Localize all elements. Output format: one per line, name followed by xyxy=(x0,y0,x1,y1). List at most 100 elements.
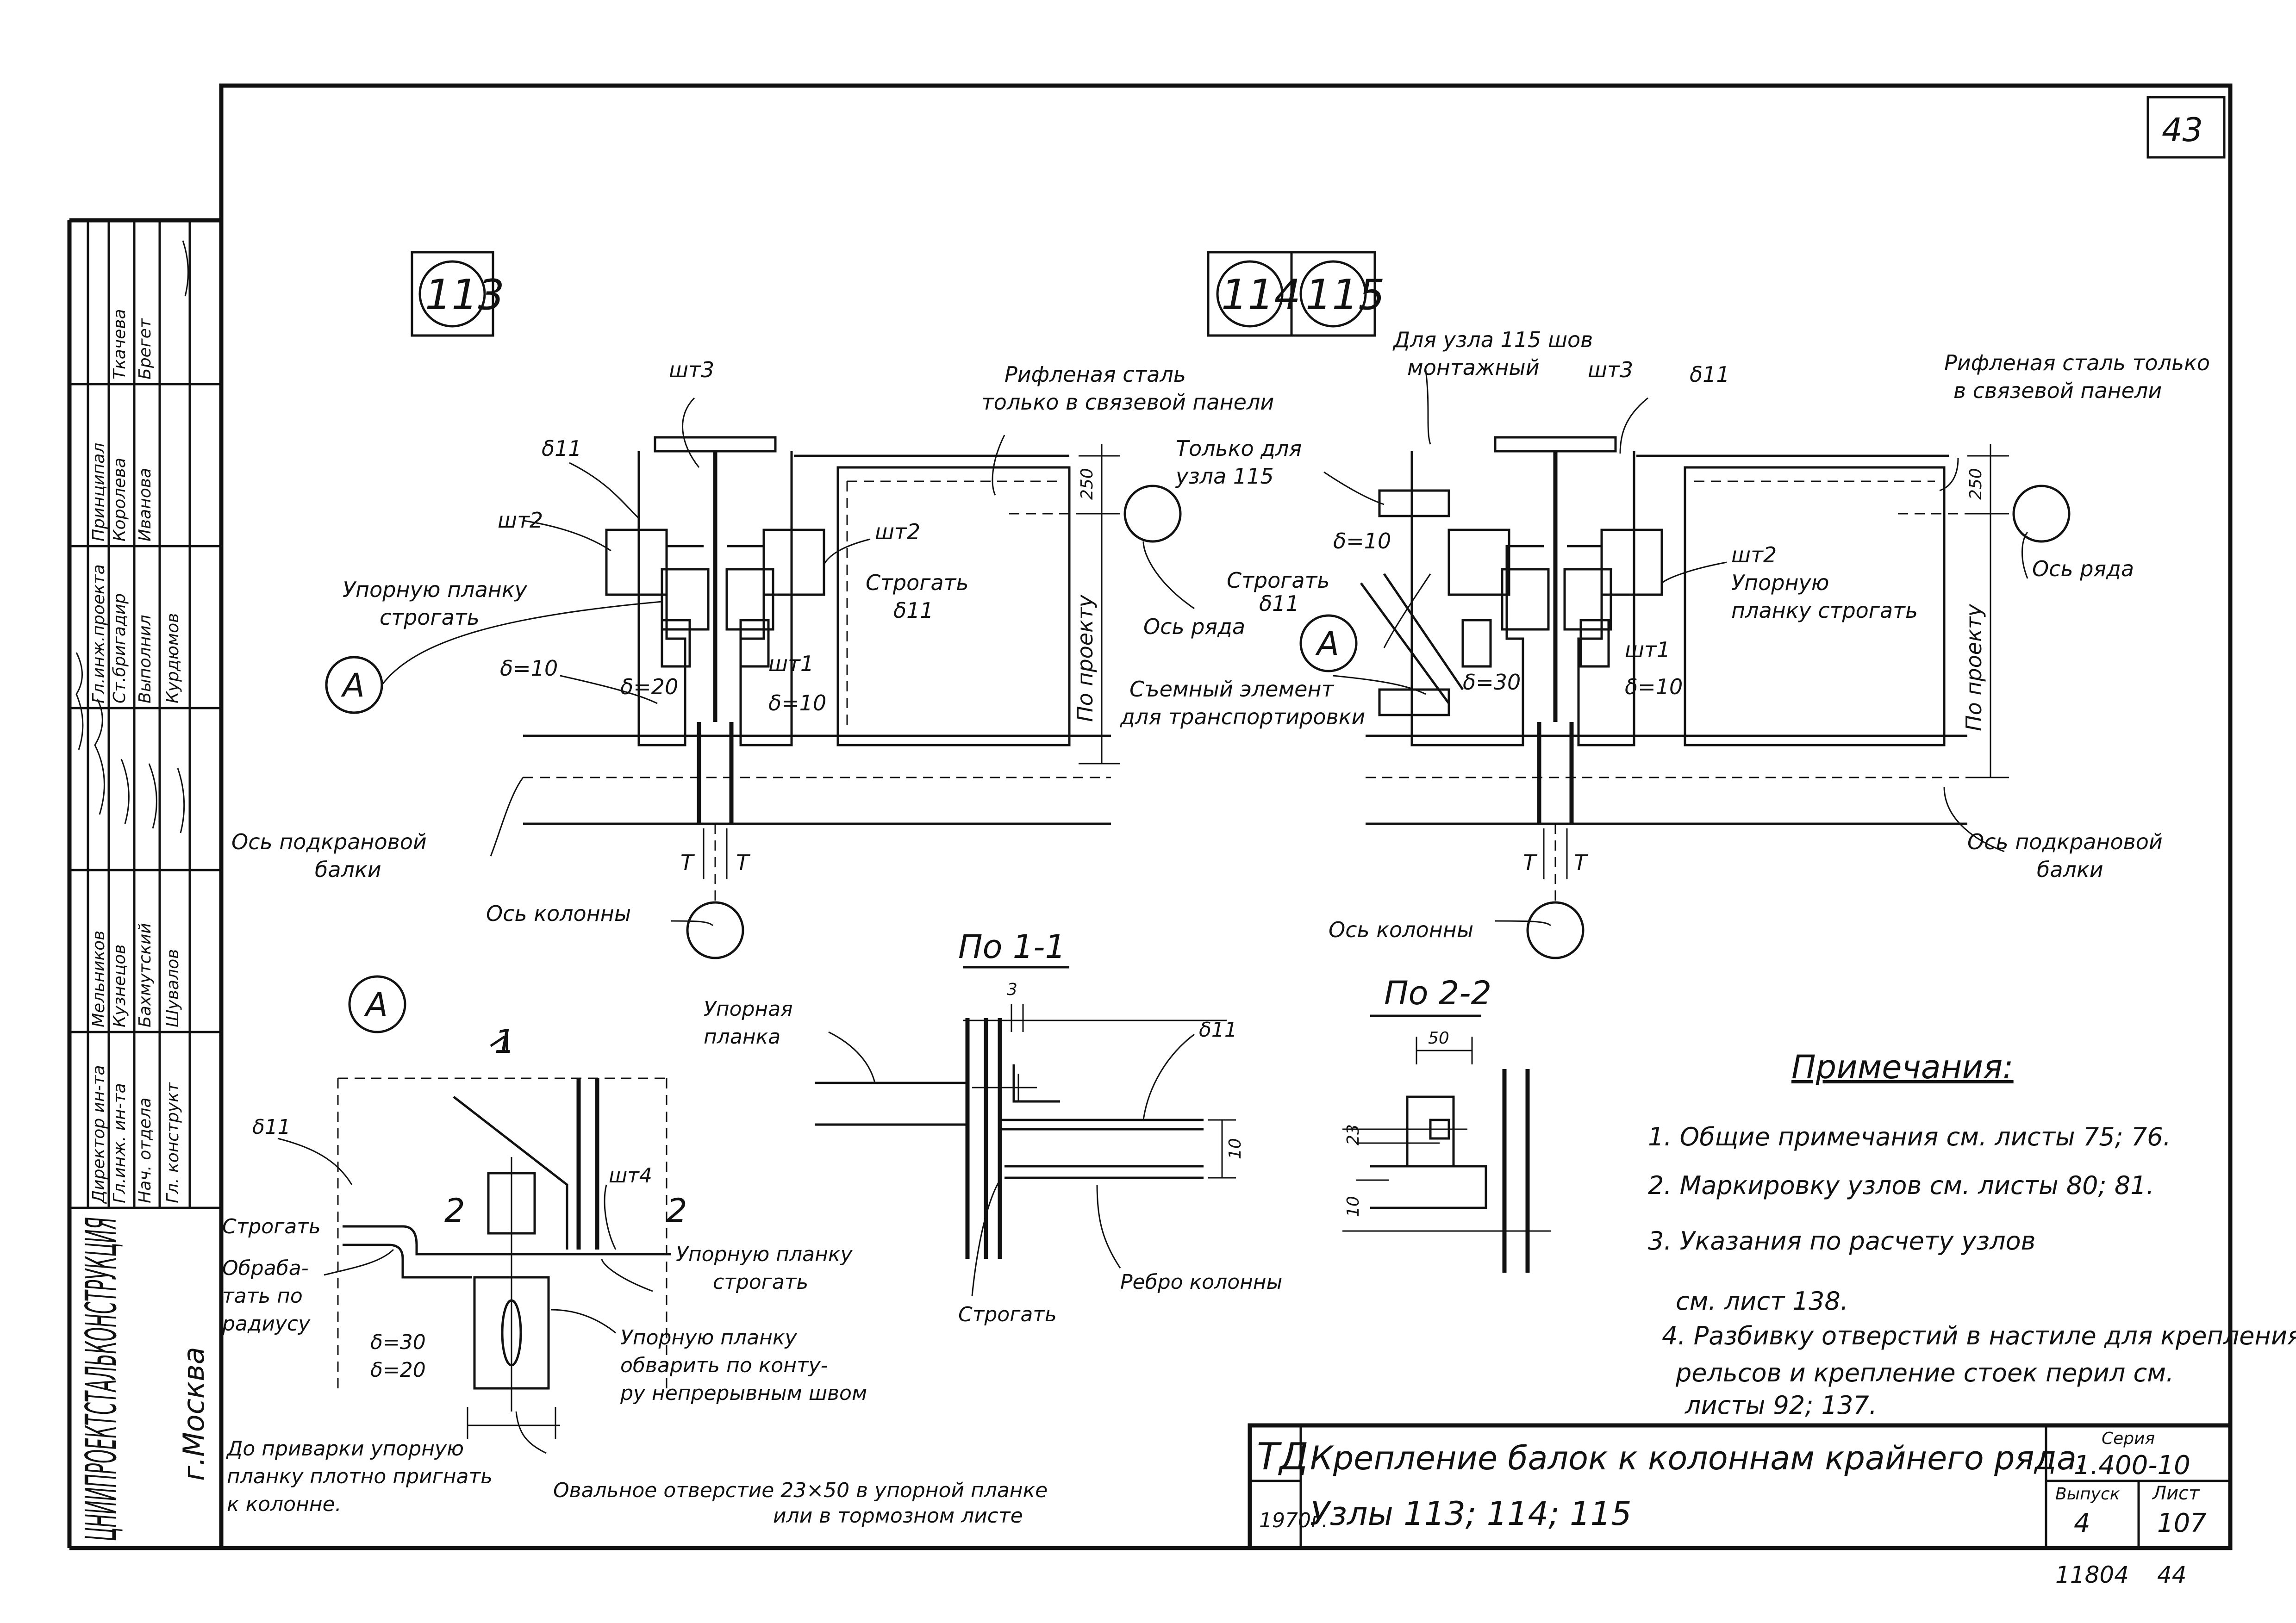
right-d11-label: δ11 xyxy=(1690,362,1730,387)
right-stop-line1: Упорную xyxy=(1731,570,1829,595)
right-crane-axis-line1: Ось подкрановой xyxy=(1967,829,2163,854)
right-row-axis: Ось ряда xyxy=(2032,556,2134,581)
section-2-2-title: По 2-2 xyxy=(1384,974,1491,1012)
title-year: 1970г. xyxy=(1259,1509,1328,1532)
right-dim-250: 250 xyxy=(1966,468,1985,500)
detail-a-stop-line2: строгать xyxy=(713,1270,808,1294)
note-4-line1: 4. Разбивку отверстий в настиле для креп… xyxy=(1662,1321,2296,1350)
section-1-1-d11: δ11 xyxy=(1199,1018,1237,1042)
section-2-2-dim-10: 10 xyxy=(1344,1196,1363,1217)
left-col-axis: Ось колонны xyxy=(486,901,631,926)
left-sht2-right-label: шт2 xyxy=(875,519,920,544)
left-d11-label: δ11 xyxy=(542,436,582,461)
note-3-line2: см. лист 138. xyxy=(1676,1287,1848,1316)
detail-a-weld-before-line1: До приварки упорную xyxy=(226,1437,464,1461)
approval-role-3: Нач. отдела xyxy=(136,1098,155,1203)
detail-a-process-line3: радиусу xyxy=(222,1312,311,1336)
series-value: 1.400-10 xyxy=(2074,1450,2190,1480)
title-logo: ТД xyxy=(1257,1435,1308,1478)
node-markers xyxy=(411,251,1376,337)
node-114-label: 114 xyxy=(1221,271,1301,319)
stamp-footer-number: 11804 xyxy=(2055,1561,2129,1588)
approval-sign-9: Брегет xyxy=(136,318,155,379)
right-ribbed-line1: Рифленая сталь только xyxy=(1944,350,2210,375)
right-only115-line2: узла 115 xyxy=(1175,464,1274,489)
note-2: 2. Маркировку узлов см. листы 80; 81. xyxy=(1648,1171,2154,1200)
right-t-left: Т xyxy=(1523,850,1538,875)
notes-block: Примечания: 1. Общие примечания см. лист… xyxy=(1648,1048,2296,1420)
approval-role-1: Директор ин-та xyxy=(89,1065,108,1204)
detail-a-process-line1: Обраба- xyxy=(222,1256,309,1280)
signature-scribbles xyxy=(75,240,189,833)
right-removable-line1: Съемный элемент xyxy=(1129,677,1335,702)
right-sht1-label: шт1 xyxy=(1625,637,1670,662)
right-t-right: Т xyxy=(1574,850,1589,875)
note-4-line2: рельсов и крепление стоек перил см. xyxy=(1675,1358,2174,1387)
detail-a-weld-before-line3: к колонне. xyxy=(227,1492,342,1516)
left-sht1-label: шт1 xyxy=(768,651,814,676)
note-4-line3: листы 92; 137. xyxy=(1685,1391,1877,1420)
detail-a-sec2-right: 2 xyxy=(667,1192,687,1230)
right-callout-a: А xyxy=(1315,625,1339,663)
note-3-line1: 3. Указания по расчету узлов xyxy=(1648,1226,2035,1256)
node-115-label: 115 xyxy=(1305,271,1385,319)
section-1-1-dim-10: 10 xyxy=(1226,1138,1245,1159)
detail-a-stop-weld-line1: Упорную планку xyxy=(620,1326,797,1349)
approval-role-7: Выполнил xyxy=(136,615,155,703)
detail-a-stop-weld-line3: ру непрерывным швом xyxy=(620,1381,867,1405)
sheet-value: 107 xyxy=(2157,1508,2207,1538)
left-ribbed-line1: Рифленая сталь xyxy=(1004,362,1186,387)
approval-name-5: Курдюмов xyxy=(163,613,182,703)
detail-a-sec2-left: 2 xyxy=(444,1192,465,1230)
right-plane-d11: δ11 xyxy=(1259,591,1299,616)
notes-heading: Примечания: xyxy=(1791,1048,2014,1086)
left-crane-axis-line2: балки xyxy=(315,857,381,882)
detail-a-marker-1: 1 xyxy=(494,1023,515,1061)
left-t-left: Т xyxy=(680,850,695,875)
right-only115-line1: Только для xyxy=(1176,436,1302,461)
node-113-drawing xyxy=(325,397,1195,959)
left-sht2-left-label: шт2 xyxy=(498,508,543,533)
approval-name-1: Мельников xyxy=(89,931,108,1027)
section-2-2-dim-50: 50 xyxy=(1428,1029,1449,1048)
left-t-right: Т xyxy=(736,850,751,875)
sheet-frame xyxy=(67,83,2233,1550)
section-1-1-labels: По 1-1 3 Упорная планка δ11 10 Строгать … xyxy=(704,928,1282,1326)
right-dim-project: По проекту xyxy=(1961,603,1986,731)
left-d20: δ=20 xyxy=(620,674,678,699)
title-line-2: Узлы 113; 114; 115 xyxy=(1310,1495,1632,1533)
section-1-1-stop-line1: Упорная xyxy=(704,997,793,1021)
detail-a-oval-line2: или в тормозном листе xyxy=(773,1504,1023,1528)
section-1-1-stop-line2: планка xyxy=(704,1025,780,1049)
approval-role-8: Принципал xyxy=(89,443,108,541)
left-circle-a xyxy=(325,656,383,714)
org-city: г.Москва xyxy=(177,1347,211,1481)
detail-a-callout: А xyxy=(364,986,388,1024)
approval-role-5: Гл.инж.проекта xyxy=(89,564,108,703)
right-sht2-label: шт2 xyxy=(1731,542,1777,567)
approval-name-4: Шувалов xyxy=(163,949,182,1027)
detail-a-drawing xyxy=(277,975,671,1454)
detail-a-d20: δ=20 xyxy=(370,1358,426,1382)
sheet-label: Лист xyxy=(2152,1483,2200,1504)
approval-name-9: Иванова xyxy=(136,468,155,541)
approval-role-6: Ст.бригадир xyxy=(110,593,129,703)
right-d10-label: δ=10 xyxy=(1333,529,1391,553)
left-sht3-label: шт3 xyxy=(669,357,714,382)
series-label: Серия xyxy=(2102,1429,2155,1448)
sheet-number-top: 43 xyxy=(2162,111,2203,149)
approval-block xyxy=(69,220,221,1209)
right-crane-axis-line2: балки xyxy=(2037,857,2103,882)
detail-a-oval-line1: Овальное отверстие 23×50 в упорной планк… xyxy=(553,1479,1048,1502)
left-dim-project: По проекту xyxy=(1073,594,1098,722)
detail-a-stop-weld-line2: обварить по конту- xyxy=(620,1354,828,1377)
detail-a-d11: δ11 xyxy=(252,1115,291,1139)
left-plane-label: Строгать xyxy=(866,570,969,595)
right-d10b-label: δ=10 xyxy=(1625,674,1683,699)
issue-label: Выпуск xyxy=(2055,1485,2120,1504)
section-2-2-dim-23: 23 xyxy=(1344,1124,1363,1145)
approval-name-8: Королева xyxy=(110,458,129,541)
right-for115-line2: монтажный xyxy=(1407,355,1540,380)
left-dim-250: 250 xyxy=(1078,468,1097,500)
left-stop-plate-line1: Упорную планку xyxy=(343,577,528,602)
